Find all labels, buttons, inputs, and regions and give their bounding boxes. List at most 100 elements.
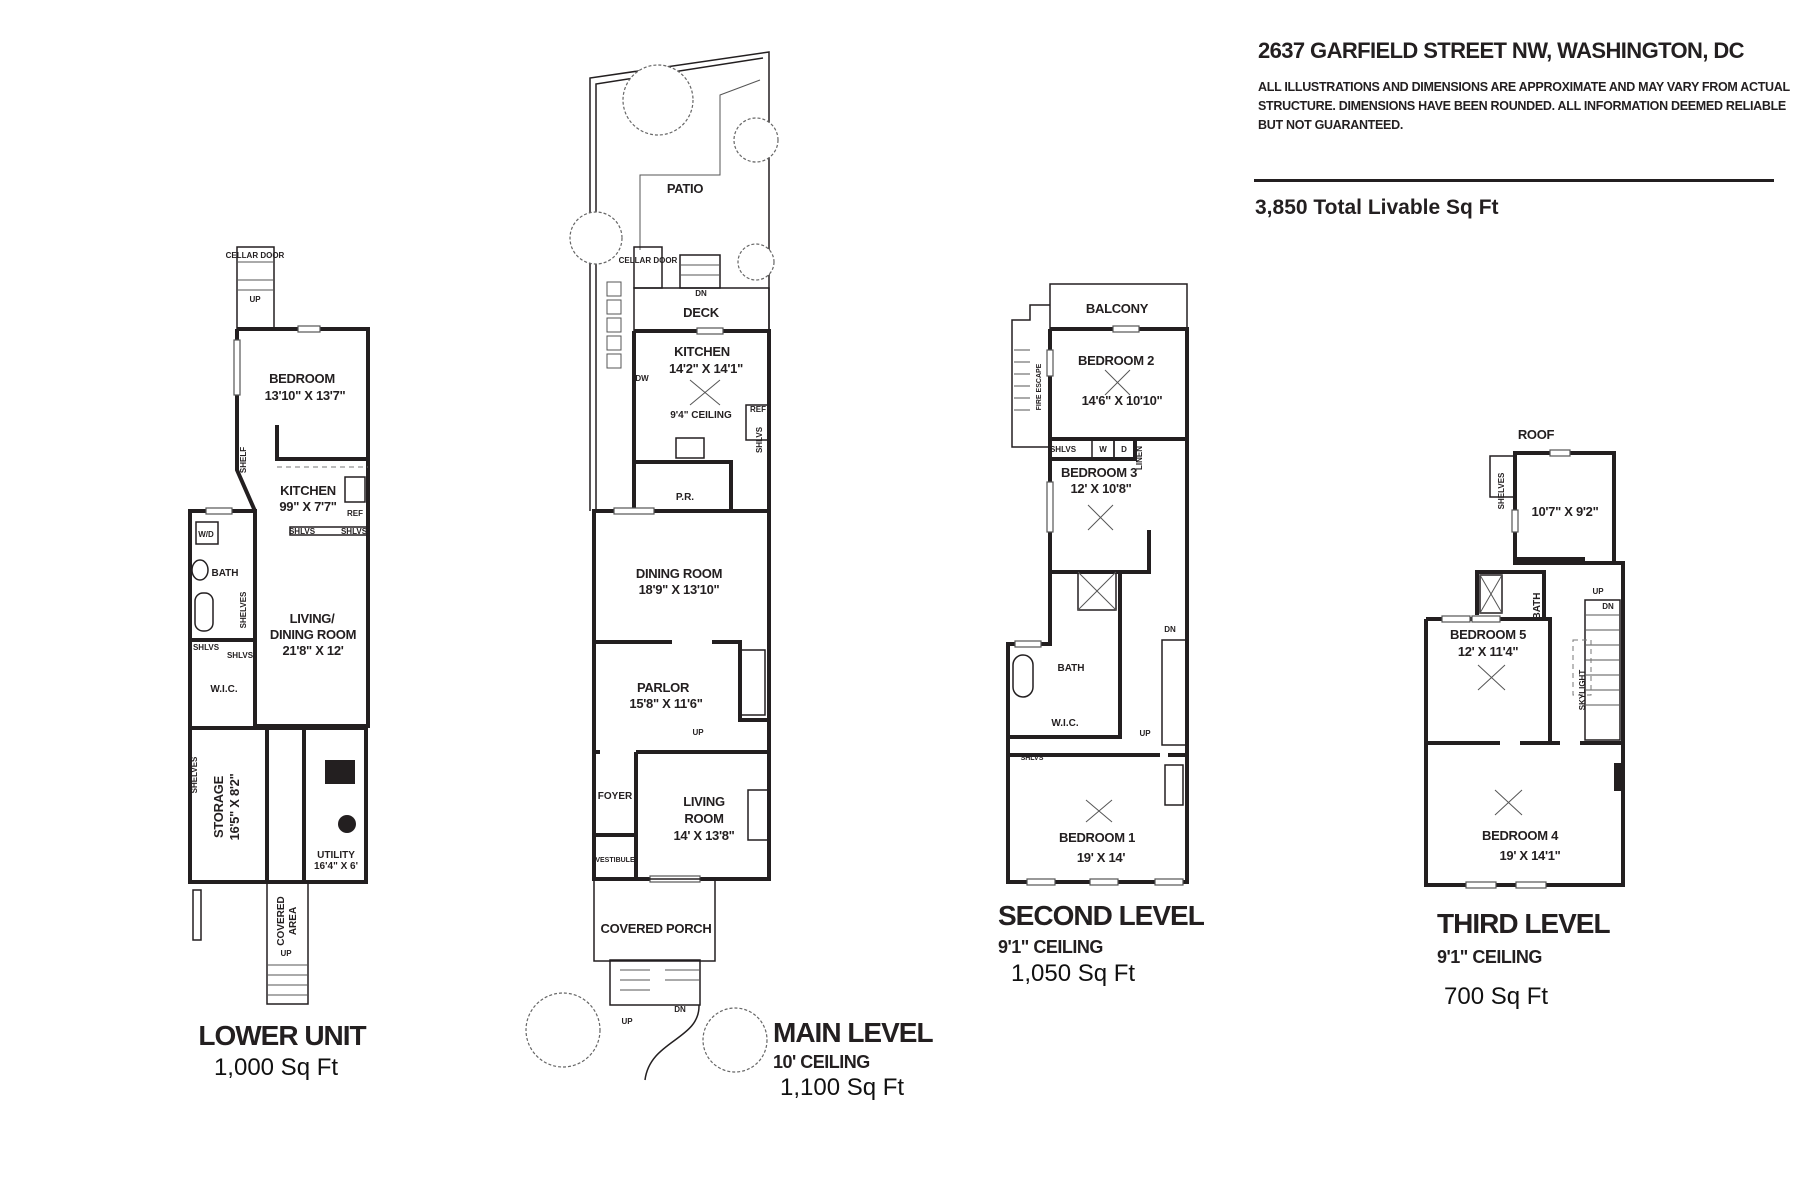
label-dn: DN bbox=[1164, 625, 1176, 634]
dim-parlor: 15'8" X 11'6" bbox=[629, 696, 702, 711]
room-storage: STORAGE bbox=[211, 775, 226, 838]
sqft-lower-unit: 1,000 Sq Ft bbox=[214, 1054, 338, 1081]
label-fire-escape: FIRE ESCAPE bbox=[1036, 363, 1043, 410]
dim-utility: 16'4" X 6' bbox=[314, 861, 358, 872]
third-level-labels: ROOF SHELVES 10'7" X 9'2" UP BATH DN BED… bbox=[1437, 427, 1614, 1010]
room-bedroom-4: BEDROOM 4 bbox=[1482, 828, 1559, 843]
room-bedroom-2: BEDROOM 2 bbox=[1078, 353, 1154, 368]
label-ref: REF bbox=[750, 405, 766, 414]
header-divider bbox=[1254, 179, 1774, 182]
label-dryer: D bbox=[1121, 445, 1127, 454]
label-washer: W bbox=[1099, 445, 1107, 454]
dim-bedroom-1: 19' X 14' bbox=[1077, 850, 1126, 865]
level-title-second: SECOND LEVEL bbox=[998, 900, 1205, 931]
dim-storage: 16'5" X 8'2" bbox=[227, 773, 242, 840]
room-vestibule: VESTIBULE bbox=[595, 857, 635, 864]
sqft-third: 700 Sq Ft bbox=[1444, 983, 1548, 1010]
label-washer-dryer: W/D bbox=[198, 530, 214, 539]
ceiling-fan-icon bbox=[1104, 369, 1131, 396]
ceiling-fan-icon bbox=[1087, 504, 1114, 531]
label-ref: REF bbox=[347, 509, 363, 518]
room-bath: BATH bbox=[1532, 592, 1543, 619]
dim-bedroom: 13'10" X 13'7" bbox=[265, 388, 346, 403]
area-roof: ROOF bbox=[1518, 427, 1555, 442]
dim-dining: 18'9" X 13'10" bbox=[639, 582, 720, 597]
label-shlvs: SHLVS bbox=[1050, 445, 1077, 454]
room-living-line1: LIVING bbox=[683, 794, 725, 809]
ceiling-second: 9'1" CEILING bbox=[998, 937, 1103, 957]
ceiling-fan-icon bbox=[1477, 664, 1506, 691]
sqft-second: 1,050 Sq Ft bbox=[1011, 960, 1135, 987]
ceiling-third: 9'1" CEILING bbox=[1437, 947, 1542, 967]
dim-kitchen: 14'2" X 14'1" bbox=[669, 361, 743, 376]
label-shlvs: SHLVS bbox=[193, 643, 220, 652]
room-bedroom-1: BEDROOM 1 bbox=[1059, 830, 1135, 845]
second-level-plan bbox=[1006, 283, 1189, 886]
dim-bedroom-4: 19' X 14'1" bbox=[1499, 848, 1560, 863]
label-up: UP bbox=[1592, 587, 1604, 596]
room-kitchen: KITCHEN bbox=[674, 344, 730, 359]
main-level-plan bbox=[525, 51, 779, 1081]
header: 2637 GARFIELD STREET NW, WASHINGTON, DC … bbox=[1258, 38, 1798, 135]
ceiling-fan-icon bbox=[689, 379, 721, 406]
total-sqft: 3,850 Total Livable Sq Ft bbox=[1255, 196, 1499, 219]
sqft-main: 1,100 Sq Ft bbox=[780, 1074, 904, 1101]
area-balcony: BALCONY bbox=[1086, 301, 1149, 316]
main-level-labels: PATIO CELLAR DOOR DN DECK KITCHEN 14'2" … bbox=[595, 181, 934, 1101]
room-parlor: PARLOR bbox=[637, 680, 690, 695]
label-linen: LINEN bbox=[1135, 446, 1144, 470]
ceiling-fan-icon bbox=[1085, 799, 1113, 823]
area-deck: DECK bbox=[683, 305, 720, 320]
dim-kitchen: 99" X 7'7" bbox=[279, 499, 336, 514]
room-powder-room: P.R. bbox=[676, 492, 694, 503]
room-wic: W.I.C. bbox=[210, 684, 237, 695]
label-dishwasher: DW bbox=[635, 374, 649, 383]
label-shlvs: SHLVS bbox=[755, 426, 764, 453]
room-bedroom-5: BEDROOM 5 bbox=[1450, 627, 1526, 642]
label-shlvs: SHLVS bbox=[289, 527, 316, 536]
label-shelves: SHELVES bbox=[1497, 472, 1506, 509]
room-bath: BATH bbox=[211, 568, 238, 579]
ceiling-fan-icon bbox=[1494, 789, 1523, 816]
level-title-third: THIRD LEVEL bbox=[1437, 908, 1610, 939]
room-bath: BATH bbox=[1057, 663, 1084, 674]
level-title-main: MAIN LEVEL bbox=[773, 1017, 933, 1048]
label-shlvs: SHLVS bbox=[341, 527, 368, 536]
label-kitchen-ceiling: 9'4" CEILING bbox=[670, 410, 732, 421]
label-area: AREA bbox=[288, 907, 299, 935]
label-covered: COVERED bbox=[276, 896, 287, 945]
third-level-plan bbox=[1424, 449, 1625, 889]
room-wic: W.I.C. bbox=[1051, 718, 1078, 729]
second-level-labels: BALCONY BEDROOM 2 14'6" X 10'10" FIRE ES… bbox=[998, 301, 1206, 987]
level-title-lower-unit: LOWER UNIT bbox=[198, 1020, 366, 1051]
label-dn: DN bbox=[1602, 602, 1614, 611]
label-dn: DN bbox=[695, 289, 707, 298]
disclaimer: ALL ILLUSTRATIONS AND DIMENSIONS ARE APP… bbox=[1258, 80, 1790, 132]
ceiling-main: 10' CEILING bbox=[773, 1052, 870, 1072]
dim-bedroom-5: 12' X 11'4" bbox=[1458, 644, 1519, 659]
label-shlvs: SHLVS bbox=[1021, 755, 1044, 762]
room-kitchen: KITCHEN bbox=[280, 483, 336, 498]
label-cellar-door: CELLAR DOOR bbox=[226, 251, 285, 260]
room-bedroom-3: BEDROOM 3 bbox=[1061, 465, 1137, 480]
dim-upper-room: 10'7" X 9'2" bbox=[1532, 504, 1599, 519]
room-dining: DINING ROOM bbox=[636, 566, 722, 581]
label-up: UP bbox=[249, 295, 261, 304]
dim-living: 21'8" X 12' bbox=[282, 643, 343, 658]
label-dn: DN bbox=[674, 1005, 686, 1014]
label-shelf: SHELF bbox=[239, 447, 248, 473]
label-shlvs: SHLVS bbox=[227, 651, 254, 660]
dim-bedroom-2: 14'6" X 10'10" bbox=[1082, 393, 1163, 408]
room-living-line1: LIVING/ bbox=[290, 611, 336, 626]
property-address: 2637 GARFIELD STREET NW, WASHINGTON, DC bbox=[1258, 38, 1745, 63]
room-living-line2: ROOM bbox=[684, 811, 723, 826]
dim-bedroom-3: 12' X 10'8" bbox=[1070, 481, 1131, 496]
lower-unit-labels: CELLAR DOOR UP BEDROOM 13'10" X 13'7" SH… bbox=[190, 251, 368, 1081]
label-up: UP bbox=[1139, 729, 1151, 738]
label-up: UP bbox=[621, 1017, 633, 1026]
area-patio: PATIO bbox=[667, 181, 703, 196]
label-up: UP bbox=[280, 949, 292, 958]
label-skylight: SKYLIGHT bbox=[1578, 670, 1587, 711]
room-utility: UTILITY bbox=[317, 850, 355, 861]
